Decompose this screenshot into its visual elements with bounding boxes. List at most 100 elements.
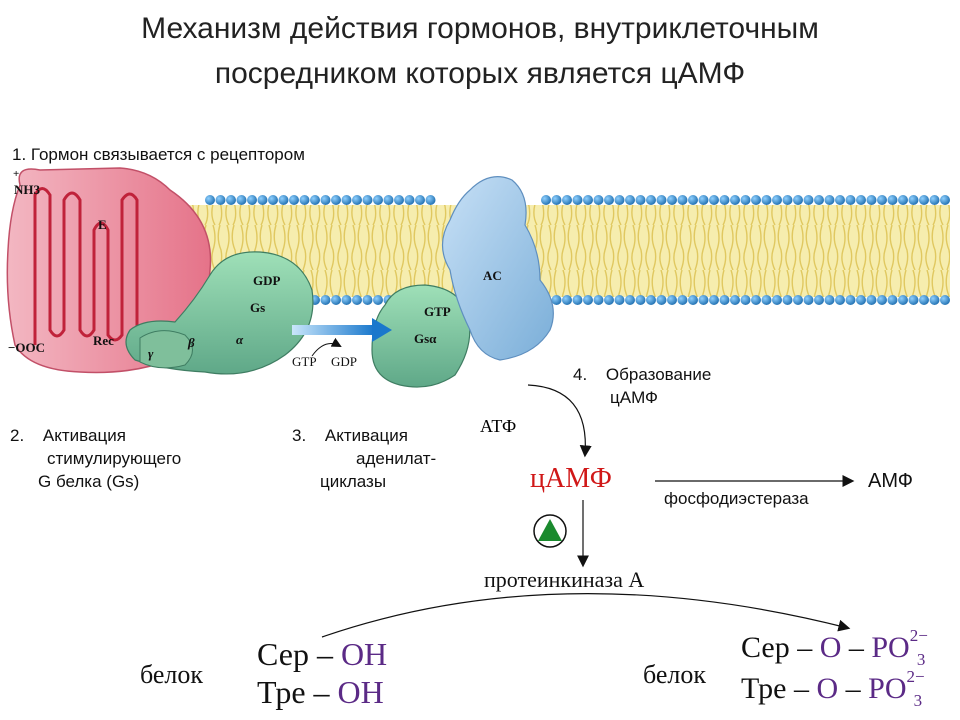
lipid-head: [383, 195, 394, 205]
lipid-head: [635, 295, 646, 305]
gdp-out-label: GDP: [331, 354, 358, 369]
lipid-head: [940, 295, 950, 305]
left-ser-dash: –: [316, 636, 333, 672]
lipid-head: [278, 195, 289, 205]
gtp-in-label: GTP: [292, 354, 317, 369]
lipid-head: [562, 195, 572, 205]
lipid-head: [908, 195, 919, 205]
lipid-head: [236, 195, 247, 205]
activation-arrow: [292, 318, 392, 342]
lipid-head: [719, 195, 730, 205]
left-thr: Тре: [257, 674, 306, 710]
gtp-bound-label: GTP: [424, 304, 451, 319]
lipid-head: [709, 195, 719, 205]
lipid-head: [877, 295, 887, 305]
right-thr-charge: 2−: [906, 667, 925, 686]
step-1-caption: 1. Гормон связывается с рецептором: [12, 145, 305, 164]
atp-to-camp-arrow: [527, 384, 592, 458]
lipid-head: [919, 195, 929, 205]
lipid-head: [908, 295, 919, 305]
g-protein-complex: [125, 251, 314, 375]
left-ser-oh: OH: [340, 636, 388, 672]
lipid-head: [667, 295, 677, 305]
title-line-1: Механизм действия гормонов, внутриклеточ…: [141, 12, 819, 45]
beta-label: β: [188, 335, 195, 350]
step-3-number: 3.: [292, 426, 307, 445]
step-2-number: 2.: [10, 426, 25, 445]
lipid-head: [677, 195, 688, 205]
left-thr-row: Тре – OH: [257, 674, 384, 711]
right-ser-sub: 3: [916, 650, 926, 669]
lipid-head: [373, 195, 383, 205]
lipid-head: [320, 295, 331, 305]
lipid-head: [719, 295, 730, 305]
lipid-head: [625, 195, 635, 205]
right-thr-sub: 3: [913, 691, 923, 710]
receptor-rec-label: Rec: [93, 333, 114, 348]
amp-label: АМФ: [868, 470, 913, 492]
lipid-head: [940, 195, 950, 205]
receptor-e-label: E: [98, 217, 107, 232]
step-2-caption: 2. Активация стимулирующего G белка (Gs): [10, 424, 181, 493]
right-thr-po: PO: [868, 672, 907, 705]
lipid-head: [341, 295, 352, 305]
lipid-head: [257, 195, 268, 205]
lipid-head: [562, 295, 572, 305]
ac-label: AC: [483, 268, 502, 283]
lipid-head: [740, 295, 751, 305]
lipid-head: [593, 295, 604, 305]
lipid-head: [866, 195, 877, 205]
right-ser-po: PO: [871, 631, 910, 664]
lipid-head: [761, 195, 772, 205]
alpha-label: α: [236, 332, 244, 347]
lipid-head: [614, 295, 625, 305]
lipid-head: [352, 195, 362, 205]
lipid-head: [929, 295, 940, 305]
lipid-head: [226, 195, 236, 205]
lipid-head: [677, 295, 688, 305]
lipid-head: [877, 195, 887, 205]
lipid-head: [698, 295, 709, 305]
right-ser-o: O: [819, 631, 842, 664]
step-4-line-2: цАМФ: [610, 388, 658, 407]
lipid-head: [541, 195, 551, 205]
activation-symbol: [533, 514, 567, 548]
gs-alpha-gtp: [371, 284, 471, 388]
lipid-head: [919, 295, 929, 305]
lipid-head: [635, 195, 646, 205]
step-3-caption: 3. Активация аденилат- циклазы: [292, 424, 436, 493]
camp-label: цАМФ: [530, 463, 612, 494]
lipid-head: [394, 195, 404, 205]
lipid-head: [572, 295, 583, 305]
lipid-head: [656, 295, 667, 305]
ooc-label: −OOC: [8, 340, 46, 355]
atp-label: АТФ: [480, 416, 517, 436]
lipid-head: [887, 195, 898, 205]
step-3-line-2: аденилат-: [356, 449, 437, 468]
lipid-head: [929, 195, 940, 205]
right-protein-label: белок: [643, 660, 707, 689]
lipid-head: [614, 195, 625, 205]
lipid-head: [604, 295, 614, 305]
right-ser-charge: 2−: [909, 626, 928, 645]
lipid-head: [793, 295, 803, 305]
lipid-head: [835, 195, 845, 205]
lipid-head: [856, 195, 866, 205]
step-3-line-3: циклазы: [320, 472, 387, 491]
lipid-head: [583, 295, 593, 305]
lipid-head: [824, 295, 835, 305]
lipid-head: [415, 195, 425, 205]
left-ser-row: Сер – OH: [257, 636, 387, 673]
phosphorylation-arrow: [321, 593, 851, 638]
lipid-head: [646, 295, 656, 305]
right-ser: Сер: [741, 631, 790, 664]
lipid-head: [373, 295, 383, 305]
lipid-head: [751, 295, 761, 305]
lipid-head: [310, 195, 320, 205]
step-2-line-3: G белка (Gs): [38, 472, 140, 491]
lipid-head: [593, 195, 604, 205]
lipid-head: [772, 295, 782, 305]
lipid-head: [845, 295, 856, 305]
lipid-head: [814, 195, 824, 205]
right-thr: Тре: [741, 672, 787, 705]
